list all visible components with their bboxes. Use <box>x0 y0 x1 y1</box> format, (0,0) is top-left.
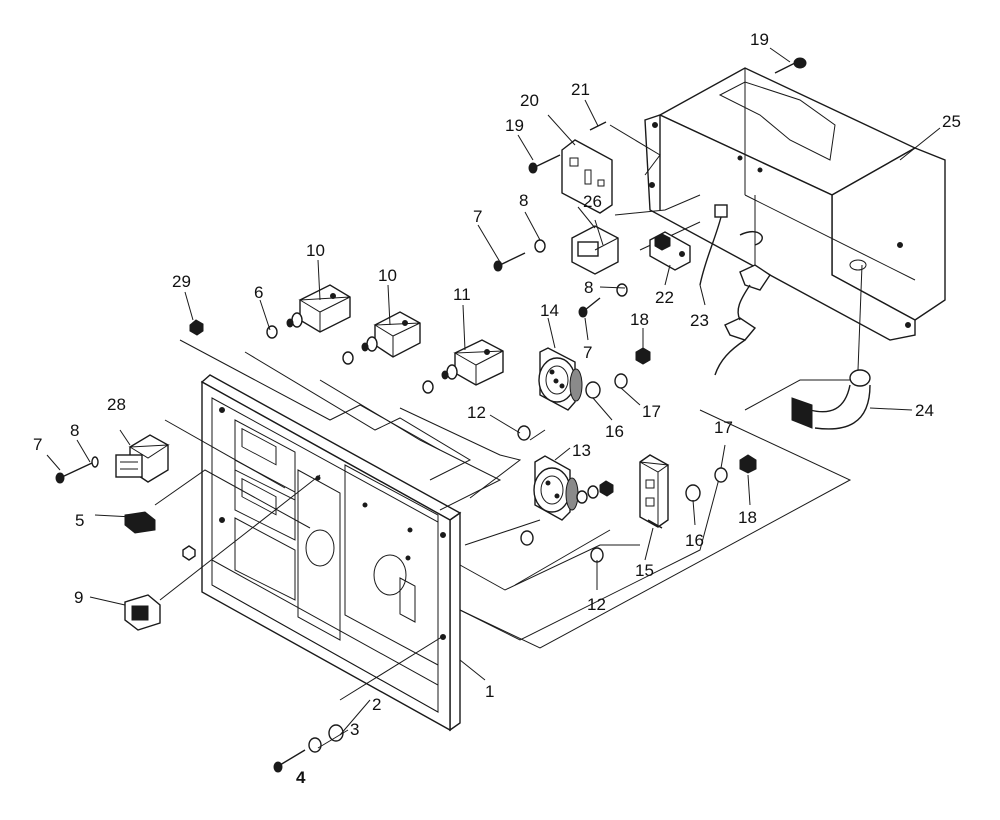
callout-20: 20 <box>520 91 539 110</box>
screw-part-4 <box>273 724 344 773</box>
screw-part-19b <box>774 57 807 74</box>
callout-22: 22 <box>655 288 674 307</box>
callout-17-upper: 17 <box>642 402 661 421</box>
callout-21: 21 <box>571 80 590 99</box>
washer-part-17 <box>614 373 728 483</box>
callout-25: 25 <box>942 112 961 131</box>
breaker-part-10a <box>286 284 351 333</box>
callout-29: 29 <box>172 272 191 291</box>
callout-16-lower: 16 <box>685 531 704 550</box>
callout-1: 1 <box>485 682 494 701</box>
assembly-leader-lines <box>154 124 870 701</box>
callout-8-left: 8 <box>70 421 79 440</box>
callout-10-right: 10 <box>378 266 397 285</box>
screw-part-7b <box>493 239 546 272</box>
circuit-breaker-part-28 <box>115 434 170 483</box>
callout-8-right: 8 <box>584 278 593 297</box>
callout-leaders <box>46 47 941 749</box>
callout-7-right: 7 <box>583 343 592 362</box>
front-control-panel <box>200 374 462 732</box>
module-part-26 <box>571 225 619 275</box>
callout-18-upper: 18 <box>630 310 649 329</box>
washer-part-16 <box>585 381 701 502</box>
callout-3: 3 <box>350 720 359 739</box>
callout-19-right: 19 <box>750 30 769 49</box>
washer-part-12 <box>517 425 604 563</box>
control-box-housing <box>644 67 946 341</box>
bracket-part-22 <box>649 231 691 271</box>
callout-11: 11 <box>453 285 471 304</box>
callout-4: 4 <box>296 768 306 787</box>
callout-7-left: 7 <box>33 435 42 454</box>
breaker-part-10b <box>361 311 421 358</box>
duplex-receptacle-part-15 <box>639 454 670 529</box>
callout-19-left: 19 <box>505 116 524 135</box>
screw-washer-left <box>55 456 99 484</box>
callout-2: 2 <box>372 695 381 714</box>
cord-grommet-part-24 <box>791 369 871 430</box>
callout-7-mid: 7 <box>473 207 482 226</box>
nut-part <box>182 545 196 561</box>
callout-9: 9 <box>74 588 83 607</box>
callout-23: 23 <box>690 311 709 330</box>
callout-labels: 1 2 3 4 5 6 7 7 7 8 8 8 9 10 10 11 12 12… <box>33 30 961 787</box>
breaker-part-11 <box>441 339 504 386</box>
callout-12-upper: 12 <box>467 403 486 422</box>
callout-15: 15 <box>635 561 654 580</box>
callout-26: 26 <box>583 192 602 211</box>
switch-part-9 <box>124 594 161 631</box>
callout-28: 28 <box>107 395 126 414</box>
circuit-board-part-20 <box>561 139 613 214</box>
screw-part-7c <box>578 283 628 318</box>
callout-18-lower: 18 <box>738 508 757 527</box>
receptacle-part-13 <box>533 455 614 521</box>
wire-harness-part-23 <box>699 204 771 376</box>
callout-8-mid: 8 <box>519 191 528 210</box>
receptacle-part-14 <box>538 347 583 411</box>
callout-13: 13 <box>572 441 591 460</box>
callout-5: 5 <box>75 511 84 530</box>
callout-6: 6 <box>254 283 263 302</box>
callout-10-left: 10 <box>306 241 325 260</box>
callout-24: 24 <box>915 401 934 420</box>
callout-14: 14 <box>540 301 559 320</box>
callout-17-lower: 17 <box>714 418 733 437</box>
screw-part-19a <box>528 154 561 174</box>
nut-part-29 <box>189 319 204 336</box>
rocker-switch-part-5 <box>124 511 156 534</box>
callout-16-upper: 16 <box>605 422 624 441</box>
callout-12-lower: 12 <box>587 595 606 614</box>
